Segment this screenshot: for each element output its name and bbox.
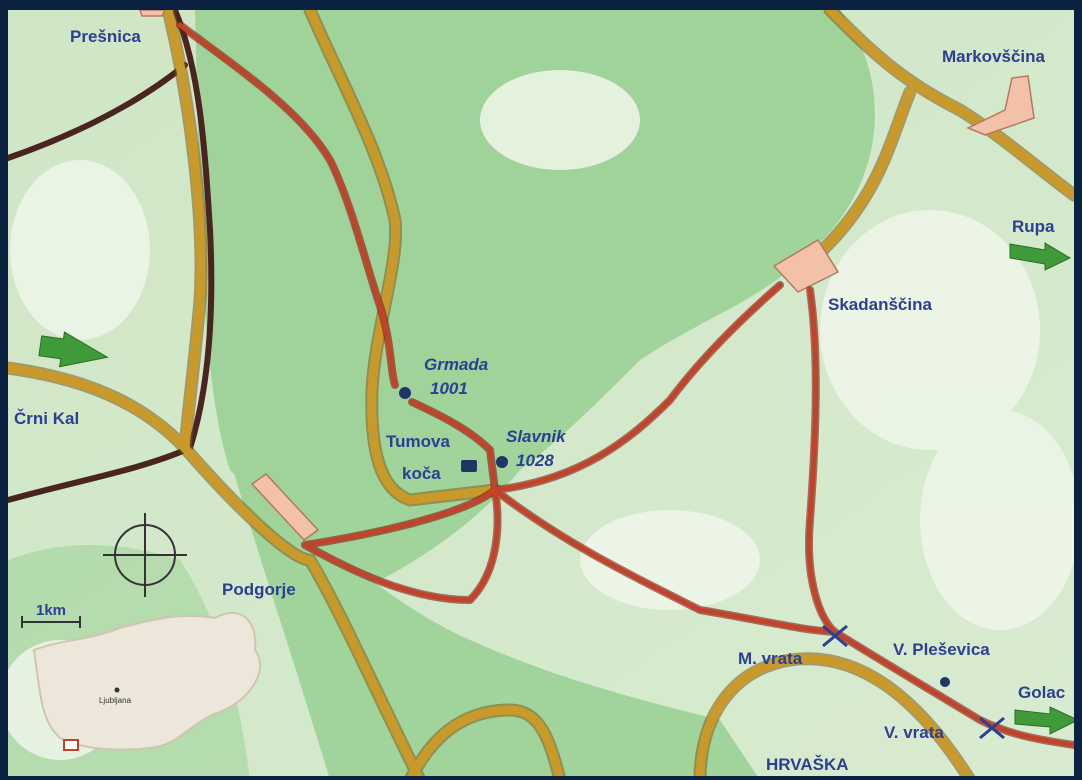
capital-dot bbox=[114, 687, 120, 693]
place-label-m-vrata[interactable]: M. vrata bbox=[738, 649, 803, 668]
settlement-markovscina bbox=[966, 75, 1035, 136]
peak-elevation-grmada: 1001 bbox=[430, 379, 468, 398]
settlement-skadanscina bbox=[772, 238, 840, 293]
hut-label-line2[interactable]: koča bbox=[402, 464, 441, 483]
peak-label-grmada[interactable]: Grmada bbox=[424, 355, 488, 374]
settlement-podgorje bbox=[250, 473, 320, 541]
inset-capital-label: Ljubljana bbox=[99, 696, 132, 705]
place-label-podgorje[interactable]: Podgorje bbox=[222, 580, 296, 599]
settlement-shapes bbox=[138, 9, 1035, 541]
settlement-presnica bbox=[138, 9, 167, 17]
road-lines bbox=[1, 3, 1081, 780]
direction-arrow-icon bbox=[38, 331, 109, 368]
map-top-bar bbox=[0, 0, 1082, 10]
place-label-markovscina[interactable]: Markovščina bbox=[942, 47, 1046, 66]
hut-label-line1[interactable]: Tumova bbox=[386, 432, 450, 451]
place-label-golac[interactable]: Golac bbox=[1018, 683, 1065, 702]
pass-marker-icon bbox=[822, 624, 848, 648]
peak-label-slavnik[interactable]: Slavnik bbox=[506, 427, 567, 446]
railway-lines bbox=[5, 7, 215, 503]
peak-elevation-slavnik: 1028 bbox=[516, 451, 554, 470]
scale-bar bbox=[21, 616, 81, 628]
scale-label: 1km bbox=[36, 602, 66, 619]
place-label-v-vrata[interactable]: V. vrata bbox=[884, 723, 944, 742]
grmada-peak-dot[interactable] bbox=[399, 387, 411, 399]
place-label-rupa[interactable]: Rupa bbox=[1012, 217, 1055, 236]
compass-icon bbox=[103, 513, 187, 597]
hiking-trails bbox=[176, 21, 1078, 749]
slavnik-peak-dot[interactable] bbox=[496, 456, 508, 468]
plesevica-peak-dot[interactable] bbox=[940, 677, 950, 687]
inset-location-marker bbox=[63, 739, 79, 751]
place-label-skadanscina[interactable]: Skadanščina bbox=[828, 295, 932, 314]
direction-arrow-icon bbox=[1009, 242, 1072, 271]
place-label-presnica[interactable]: Prešnica bbox=[70, 27, 141, 46]
direction-arrow-icon bbox=[1014, 706, 1080, 735]
hut-icon[interactable] bbox=[461, 460, 477, 472]
slovenia-inset-map bbox=[32, 612, 261, 751]
pass-marker-icon bbox=[979, 716, 1005, 740]
place-label-crni-kal[interactable]: Črni Kal bbox=[14, 409, 79, 428]
place-label-v-plesevica[interactable]: V. Pleševica bbox=[893, 640, 990, 659]
place-label-hrvaska[interactable]: HRVAŠKA bbox=[766, 755, 849, 774]
